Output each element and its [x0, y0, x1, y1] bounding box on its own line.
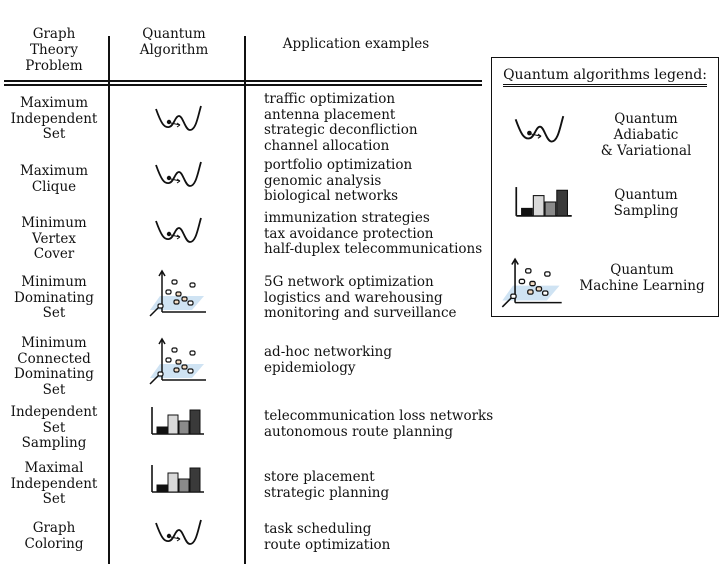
problem-minimum-dominating-set: Minimum Dominating Set: [0, 274, 108, 322]
machine-learning-icon: [149, 337, 206, 385]
sampling-icon: [151, 407, 204, 435]
application-item: antenna placement: [264, 106, 396, 123]
application-item: route optimization: [264, 536, 391, 553]
application-item: portfolio optimization: [264, 157, 413, 173]
problem-line: Cover: [33, 246, 75, 262]
application-item: half-duplex telecommunications: [264, 241, 483, 257]
problem-line: Dominating: [14, 289, 94, 306]
legend-label-line: Quantum: [614, 111, 678, 127]
application-item: autonomous route planning: [264, 423, 453, 440]
adiabatic-variational-icon: [155, 217, 202, 243]
column-divider-2: [244, 36, 246, 564]
legend-label-line: Sampling: [613, 203, 679, 219]
header-col1-line: Problem: [25, 58, 83, 74]
problem-line: Independent: [10, 404, 98, 420]
application-item: epidemiology: [264, 359, 356, 376]
applications-graph-coloring: task scheduling route optimization: [264, 521, 490, 553]
problem-minimum-connected-dominating-set: Minimum Connected Dominating Set: [0, 335, 108, 398]
legend-title: Quantum algorithms legend:: [492, 67, 718, 87]
legend-label-sampling: Quantum Sampling: [588, 187, 704, 219]
header-col2-line: Quantum: [142, 26, 206, 42]
applications-minimum-dominating-set: 5G network optimization logistics and wa…: [264, 274, 490, 322]
problem-line: Minimum: [21, 335, 87, 351]
problem-line: Independent: [10, 110, 98, 127]
header-col1-line: Graph: [32, 26, 76, 42]
machine-learning-icon: [149, 269, 206, 317]
application-item: tax avoidance protection: [264, 225, 434, 242]
problem-line: Minimum: [21, 274, 87, 290]
problem-line: Vertex: [32, 230, 76, 247]
legend-label-line: Adiabatic: [613, 127, 679, 143]
sampling-icon: [515, 187, 572, 217]
application-item: store placement: [264, 469, 375, 485]
legend-title-text: Quantum algorithms legend:: [503, 67, 707, 87]
application-item: strategic deconfliction: [264, 122, 418, 138]
header-col1-line: Theory: [30, 42, 78, 58]
adiabatic-variational-icon: [155, 161, 202, 187]
header-rule-top: [4, 80, 482, 82]
application-item: biological networks: [264, 188, 399, 204]
problem-maximal-independent-set: Maximal Independent Set: [0, 460, 108, 508]
applications-maximum-clique: portfolio optimization genomic analysis …: [264, 157, 490, 205]
applications-minimum-connected-dominating-set: ad-hoc networking epidemiology: [264, 344, 490, 376]
application-item: traffic optimization: [264, 91, 396, 107]
adiabatic-variational-icon: [155, 519, 202, 545]
legend-label-machine-learning: Quantum Machine Learning: [572, 262, 712, 294]
problem-line: Maximum: [19, 163, 89, 179]
header-rule-bottom: [4, 84, 482, 86]
problem-line: Set: [42, 419, 66, 436]
problem-graph-coloring: Graph Coloring: [0, 520, 108, 552]
problem-line: Dominating: [14, 366, 94, 382]
problem-line: Independent: [10, 475, 98, 492]
header-col2-line: Algorithm: [139, 42, 209, 58]
application-item: telecommunication loss networks: [264, 408, 494, 424]
application-item: ad-hoc networking: [264, 344, 393, 360]
machine-learning-icon: [501, 257, 562, 308]
legend-box: Quantum algorithms legend: Quantum Adiab…: [491, 57, 719, 317]
application-item: monitoring and surveillance: [264, 305, 457, 321]
problem-line: Set: [42, 126, 66, 142]
applications-maximum-independent-set: traffic optimization antenna placement s…: [264, 91, 490, 154]
column-divider-1: [108, 36, 110, 564]
legend-label-line: Machine Learning: [579, 278, 705, 294]
problem-line: Sampling: [21, 435, 87, 451]
problem-line: Maximum: [19, 95, 89, 111]
problem-maximum-independent-set: Maximum Independent Set: [0, 95, 108, 143]
header-quantum-algorithm: Quantum Algorithm: [118, 26, 230, 58]
application-item: task scheduling: [264, 521, 372, 537]
problem-line: Clique: [31, 178, 77, 195]
problem-line: Set: [42, 305, 66, 321]
problem-line: Minimum: [21, 215, 87, 231]
problem-line: Graph: [32, 520, 76, 536]
problem-line: Set: [42, 381, 66, 398]
problem-line: Set: [42, 491, 66, 507]
application-item: immunization strategies: [264, 210, 430, 226]
problem-minimum-vertex-cover: Minimum Vertex Cover: [0, 215, 108, 263]
header-application-examples: Application examples: [282, 36, 430, 52]
application-item: genomic analysis: [264, 172, 382, 189]
legend-label-adiabatic: Quantum Adiabatic & Variational: [588, 111, 704, 159]
adiabatic-variational-icon: [155, 105, 202, 131]
problem-line: Maximal: [24, 460, 84, 476]
header-graph-theory-problem: Graph Theory Problem: [2, 26, 106, 74]
problem-maximum-clique: Maximum Clique: [0, 163, 108, 195]
applications-independent-set-sampling: telecommunication loss networks autonomo…: [264, 408, 494, 440]
problem-line: Connected: [17, 350, 91, 367]
applications-maximal-independent-set: store placement strategic planning: [264, 469, 490, 501]
application-item: channel allocation: [264, 137, 390, 154]
legend-label-line: Quantum: [614, 187, 678, 203]
application-item: 5G network optimization: [264, 274, 434, 290]
legend-label-line: & Variational: [600, 143, 692, 159]
problem-independent-set-sampling: Independent Set Sampling: [0, 404, 108, 452]
legend-label-line: Quantum: [610, 262, 674, 278]
sampling-icon: [151, 465, 204, 493]
problem-line: Coloring: [24, 535, 84, 552]
applications-minimum-vertex-cover: immunization strategies tax avoidance pr…: [264, 210, 490, 258]
application-item: logistics and warehousing: [264, 289, 443, 306]
application-item: strategic planning: [264, 484, 390, 501]
adiabatic-variational-icon: [514, 115, 565, 143]
